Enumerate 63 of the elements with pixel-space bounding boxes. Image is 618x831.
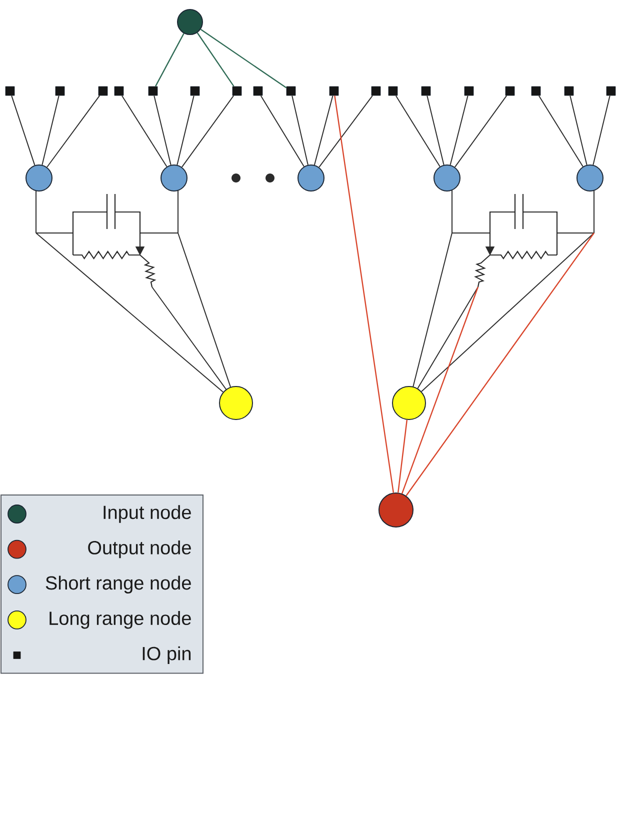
- connector-line: [11, 95, 36, 166]
- node-circle: [160, 164, 188, 192]
- pin-square: [114, 86, 124, 96]
- connector-line: [36, 232, 224, 392]
- connector-line: [426, 95, 444, 166]
- connector-line: [450, 95, 468, 166]
- pin-square: [190, 86, 200, 96]
- pin-square: [421, 86, 431, 96]
- connector-line: [121, 95, 168, 168]
- connector-line: [196, 32, 234, 87]
- connector-line: [318, 95, 373, 168]
- legend-label: Short range node: [46, 576, 191, 594]
- connector-line: [406, 232, 594, 496]
- legend-label: IO pin: [142, 646, 191, 664]
- connector-line: [334, 96, 394, 493]
- node-circle: [434, 164, 460, 192]
- connector-line: [42, 95, 60, 166]
- pin-square: [148, 86, 158, 96]
- node-circle: [576, 164, 604, 192]
- connector-line: [417, 286, 478, 389]
- pin-square: [606, 86, 616, 96]
- legend-label: Input node: [104, 505, 191, 523]
- node-circle: [26, 164, 52, 192]
- connector-line: [401, 286, 479, 494]
- pin-square: [531, 86, 541, 96]
- pin-square: [98, 86, 108, 96]
- legend-label: Output node: [88, 540, 191, 558]
- node-circle: [298, 164, 324, 192]
- connector-line: [592, 95, 610, 166]
- pin-square: [564, 86, 574, 96]
- connector-line: [398, 420, 408, 493]
- legend-label: Long range node: [50, 611, 191, 629]
- node-circle: [378, 492, 414, 528]
- node-circle: [177, 9, 203, 35]
- connector-line: [181, 95, 234, 168]
- node-circle: [392, 386, 426, 420]
- connector-line: [454, 95, 508, 168]
- pin-square: [5, 86, 15, 96]
- pin-square: [232, 86, 242, 96]
- pin-square: [388, 86, 398, 96]
- connector-line: [421, 232, 594, 392]
- pin-square: [329, 86, 339, 96]
- connector-line: [395, 95, 440, 168]
- pin-square: [505, 86, 515, 96]
- connector-line: [314, 95, 334, 166]
- connector-line: [176, 95, 194, 166]
- connector-line: [292, 95, 308, 166]
- connector-line: [570, 95, 588, 166]
- connector-line: [260, 95, 304, 167]
- pin-square: [286, 86, 296, 96]
- connector-line: [538, 95, 584, 168]
- pin-square: [55, 86, 65, 96]
- node-circle: [219, 386, 253, 420]
- connector-line: [152, 286, 227, 390]
- connector-line: [154, 33, 184, 87]
- pin-square: [371, 86, 381, 96]
- connector-line: [178, 232, 231, 388]
- connector-line: [412, 232, 452, 388]
- connector-line: [154, 95, 172, 166]
- pin-square: [464, 86, 474, 96]
- pin-square: [253, 86, 263, 96]
- connector-line: [46, 95, 100, 168]
- connector-line: [200, 28, 287, 88]
